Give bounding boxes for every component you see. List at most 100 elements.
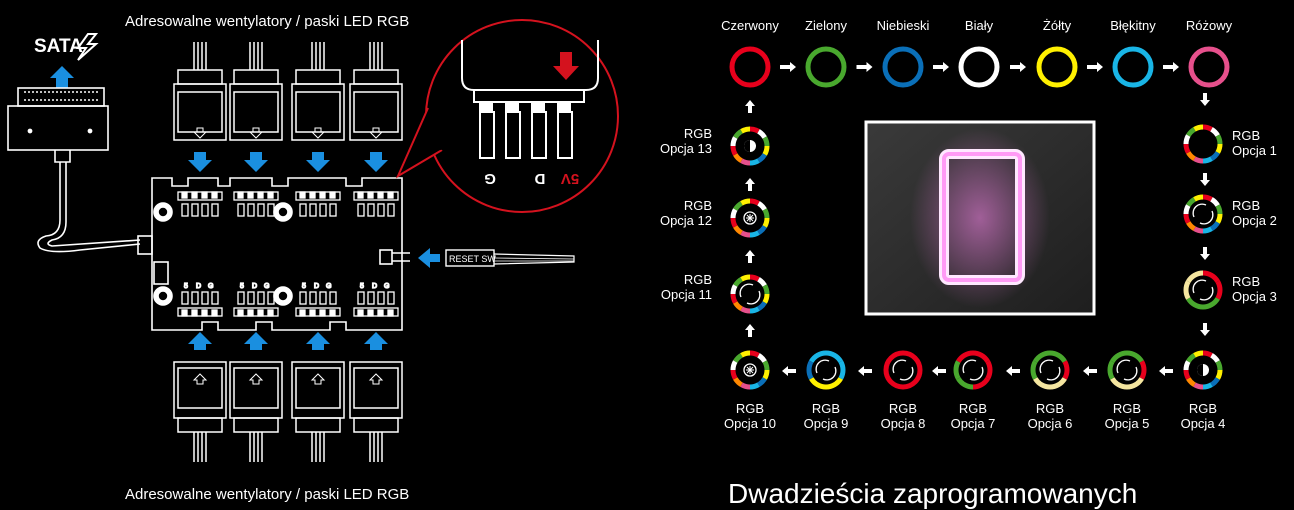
flow-arrow-icon [1200, 323, 1210, 336]
option-label-line2: Opcja 7 [951, 416, 996, 431]
bottom-fan-connector [349, 332, 403, 462]
color-ring: Czerwony [721, 18, 796, 88]
up-arrow-icon [244, 332, 268, 350]
bottom-fan-connector [291, 332, 345, 462]
right-arrow-icon [1010, 62, 1026, 72]
option-label-line1: RGB [684, 126, 712, 141]
flow-arrow-icon [745, 178, 755, 191]
right-arrow-icon [933, 62, 949, 72]
option-label-line2: Opcja 6 [1028, 416, 1073, 431]
option-label-line2: Opcja 10 [724, 416, 776, 431]
board-pin-label: G [384, 283, 389, 290]
down-arrow-icon [244, 152, 268, 172]
bottom-connectors [173, 332, 403, 462]
option-label-line2: Opcja 5 [1105, 416, 1150, 431]
flow-arrow-icon [1200, 93, 1210, 106]
board-pin-label: G [264, 283, 269, 290]
flow-arrow-icon [1083, 366, 1097, 376]
color-ring: Różowy [1186, 18, 1233, 88]
top-fan-connector [349, 42, 403, 172]
option-label-line1: RGB [959, 401, 987, 416]
color-label: Błękitny [1110, 18, 1156, 33]
option-label-line2: Opcja 9 [804, 416, 849, 431]
color-label: Czerwony [721, 18, 779, 33]
callout-arrow-icon [553, 52, 579, 80]
reset-label: RESET SW [449, 254, 496, 264]
option-label-line1: RGB [736, 401, 764, 416]
reset-switch: RESET SW [418, 248, 575, 268]
flow-arrow-icon [1200, 173, 1210, 186]
pin-label-d: D [534, 170, 545, 187]
color-ring: Żółty [1036, 18, 1103, 88]
color-label: Biały [965, 18, 994, 33]
sata-arrow-icon [50, 66, 74, 88]
color-ring: Błękitny [1110, 18, 1179, 88]
option-label-line2: Opcja 1 [1232, 143, 1277, 158]
top-fan-connector [291, 42, 345, 172]
top-fan-connector [173, 42, 227, 172]
pinout-callout: G D 5V [395, 19, 619, 213]
option-label-line1: RGB [684, 272, 712, 287]
flow-arrow-icon [858, 366, 872, 376]
option-label-line1: RGB [1189, 401, 1217, 416]
flow-arrow-icon [932, 366, 946, 376]
flow-arrow-icon [1006, 366, 1020, 376]
pin-label-g: G [484, 170, 496, 187]
board-pin-label: G [326, 283, 331, 290]
option-label-line2: Opcja 13 [660, 141, 712, 156]
board-pin-label: D [314, 283, 319, 290]
flow-arrow-icon [1159, 366, 1173, 376]
color-label: Żółty [1043, 18, 1072, 33]
digit-display: 0 [864, 120, 1096, 316]
right-arrow-icon [1163, 62, 1179, 72]
option-label-line1: RGB [1232, 128, 1260, 143]
flow-arrow-icon [745, 324, 755, 337]
option-label-line1: RGB [684, 198, 712, 213]
down-arrow-icon [188, 152, 212, 172]
option-label-line1: RGB [1113, 401, 1141, 416]
option-label-line2: Opcja 2 [1232, 213, 1277, 228]
flow-arrow-icon [745, 100, 755, 113]
color-ring: Niebieski [877, 18, 949, 88]
flow-arrows [745, 93, 1210, 376]
board-pin-label: 5 [240, 283, 244, 290]
board-pin-label: G [208, 283, 213, 290]
down-arrow-icon [364, 152, 388, 172]
hub-board [137, 177, 410, 331]
option-label-line2: Opcja 8 [881, 416, 926, 431]
option-label-line1: RGB [1232, 274, 1260, 289]
sata-label: SATA [34, 36, 83, 57]
option-label-line1: RGB [889, 401, 917, 416]
right-arrow-icon [780, 62, 796, 72]
right-arrow-icon [1087, 62, 1103, 72]
pin-label-5v: 5V [561, 170, 579, 187]
board-pin-label: D [252, 283, 257, 290]
right-arrow-icon [856, 62, 873, 72]
pin-header [233, 191, 279, 217]
down-arrow-icon [306, 152, 330, 172]
pin-header [295, 191, 341, 217]
option-label-line2: Opcja 3 [1232, 289, 1277, 304]
bottom-label: Adresowalne wentylatory / paski LED RGB [125, 486, 409, 503]
option-label-line2: Opcja 11 [661, 287, 712, 302]
up-arrow-icon [306, 332, 330, 350]
bottom-fan-connector [173, 332, 227, 462]
option-label-line1: RGB [1232, 198, 1260, 213]
color-ring: Biały [958, 18, 1026, 88]
